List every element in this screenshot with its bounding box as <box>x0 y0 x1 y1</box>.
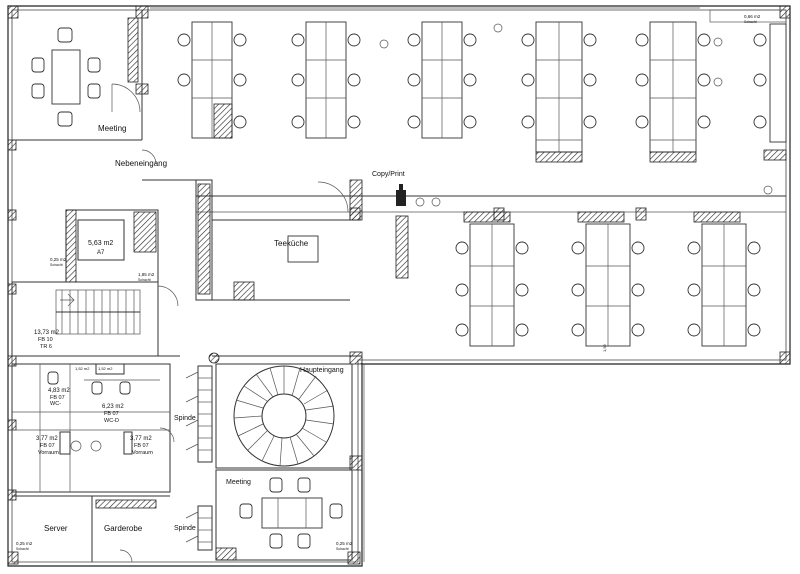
desk-clusters-top <box>177 21 787 195</box>
wc-left-area: 4,83 m2 <box>48 388 70 394</box>
schacht-bl-area: 0,25 m2 <box>16 541 33 546</box>
nebeneingang-label: Nebeneingang <box>115 159 167 168</box>
meeting-room-bottom: Meeting 0,25 m2 Schacht <box>215 469 353 561</box>
vorraum-right-label: Vorraum <box>132 450 153 456</box>
kitchen: Teeküche <box>195 179 409 301</box>
schacht-mid-label: Schacht <box>138 278 151 282</box>
side-entrance: Nebeneingang <box>115 149 167 168</box>
wc-left-type: WC- <box>50 401 61 407</box>
vorraum-right-fb: FB 07 <box>134 443 149 449</box>
main-entrance: Haupteingang <box>208 352 363 471</box>
schacht-tr-area: 0,66 m2 <box>744 14 761 19</box>
schacht-bl-label: Schacht <box>16 547 29 551</box>
spinde-bottom-label: Spinde <box>174 525 196 532</box>
server-label: Server <box>44 524 68 533</box>
a7-area: 5,63 m2 <box>88 240 113 247</box>
stair-tr: TR 6 <box>40 344 52 350</box>
wc-mid-type: WC-D <box>104 418 119 424</box>
schacht-bm-label: Schacht <box>336 547 349 551</box>
stair-fb: FB 10 <box>38 337 53 343</box>
meeting-top-label: Meeting <box>98 124 126 133</box>
vorraum-left-area: 3,77 m2 <box>36 436 58 442</box>
lockers: Spinde Spinde <box>174 365 213 551</box>
copy-print-area: Copy/Print <box>372 171 441 207</box>
vorraum-left-fb: FB 07 <box>40 443 55 449</box>
small-area-1: 1,52 m2 <box>75 366 90 371</box>
copy-print-label: Copy/Print <box>372 171 405 178</box>
schacht-tr-label: Schacht <box>744 20 757 24</box>
stair-area: 13,73 m2 <box>34 330 60 336</box>
small-area-2: 1,52 m2 <box>98 366 113 371</box>
schacht-left-label: Schacht <box>50 263 63 267</box>
wc-left-fb: FB 07 <box>50 395 65 401</box>
core-left: 5,63 m2 A7 0,25 m2 Schacht 1,85 m2 Schac… <box>11 209 179 357</box>
wc-block: 1,52 m2 1,52 m2 4,83 m2 FB 07 WC- 6,23 m… <box>11 355 180 493</box>
spinde-top-label: Spinde <box>174 415 196 422</box>
wc-mid-fb: FB 07 <box>104 411 119 417</box>
schacht-left-area: 0,25 m2 <box>50 257 67 262</box>
vorraum-right-area: 3,77 m2 <box>130 436 152 442</box>
haupteingang-label: Haupteingang <box>300 367 344 374</box>
server-garderobe: Server Garderobe 0,25 m2 Schacht <box>12 495 170 563</box>
meeting-bottom-label: Meeting <box>226 479 251 486</box>
teekueche-label: Teeküche <box>274 239 309 248</box>
schacht-mid-area: 1,85 m2 <box>138 272 155 277</box>
stair-small-label: 1,56 <box>602 343 607 352</box>
vorraum-left-label: Vorraum <box>38 450 59 456</box>
schacht-bm-area: 0,25 m2 <box>336 541 353 546</box>
desk-clusters-bottom: 1,56 <box>455 211 761 352</box>
a7-code: A7 <box>97 250 105 256</box>
schacht-top-right: 0,66 m2 Schacht <box>709 9 787 24</box>
wc-mid-area: 6,23 m2 <box>102 404 124 410</box>
garderobe-label: Garderobe <box>104 524 143 533</box>
meeting-room-top: Meeting <box>12 10 143 141</box>
